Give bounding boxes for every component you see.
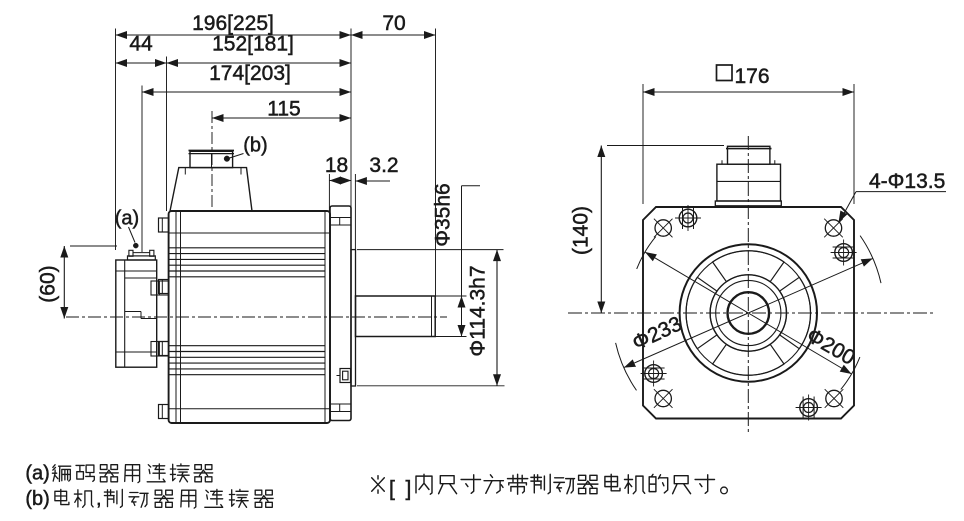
svg-text:196[225]: 196[225] [192,12,274,35]
svg-text:Φ114.3h7: Φ114.3h7 [467,265,490,356]
svg-text:3.2: 3.2 [369,154,398,177]
svg-text:44: 44 [129,33,153,56]
svg-text:174[203]: 174[203] [209,62,291,85]
svg-text:[: [ [389,478,395,501]
svg-text:4-Φ13.5: 4-Φ13.5 [869,170,945,193]
svg-text:18: 18 [325,154,348,177]
svg-text:(b): (b) [25,488,49,510]
svg-text:70: 70 [382,12,405,35]
svg-text:115: 115 [267,98,300,121]
svg-text:(a): (a) [115,208,139,230]
svg-text:(a): (a) [25,463,49,485]
svg-text:,: , [96,488,102,510]
svg-text:]: ] [406,478,412,501]
svg-text:Φ35h6: Φ35h6 [432,183,455,246]
svg-text:(140): (140) [570,206,593,255]
svg-text:176: 176 [735,65,770,88]
svg-text:(60): (60) [37,265,60,302]
svg-text:(b): (b) [243,135,267,157]
svg-text:152[181]: 152[181] [212,33,294,56]
